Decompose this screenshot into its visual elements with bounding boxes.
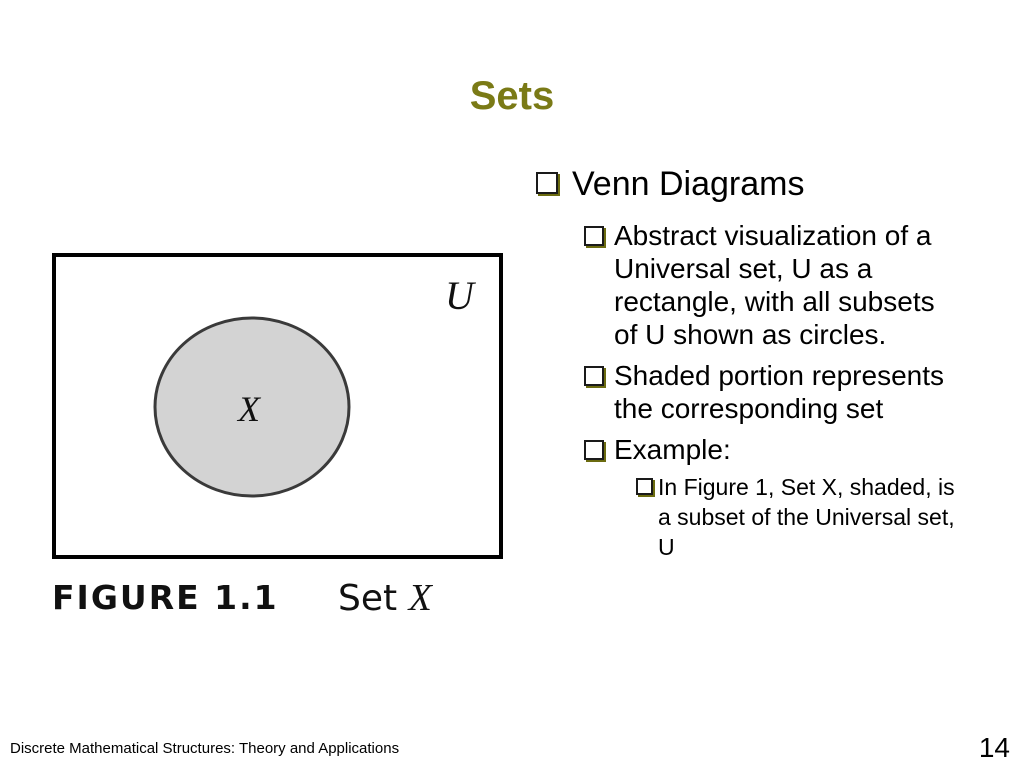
bullet-list: Venn Diagrams Abstract visualization of … (530, 163, 1000, 562)
bullet-text: In Figure 1, Set X, shaded, is a subset … (658, 474, 955, 560)
universe-label: U (445, 273, 477, 318)
bullet-example: Example: (582, 433, 964, 466)
checkbox-bullet-icon (584, 366, 604, 386)
bullet-example-detail: In Figure 1, Set X, shaded, is a subset … (634, 472, 958, 562)
figure-caption: FIGURE 1.1 Set X (52, 572, 512, 622)
checkbox-bullet-icon (584, 440, 604, 460)
venn-diagram-svg: U X (52, 253, 503, 559)
figure-caption-word: Set (338, 578, 398, 619)
bullet-text: Venn Diagrams (572, 165, 805, 203)
set-x-label: X (236, 389, 262, 429)
slide-title: Sets (469, 74, 555, 118)
figure-caption-text: Set X (338, 576, 432, 620)
bullet-text: Example: (614, 434, 731, 465)
venn-diagram: U X (52, 253, 504, 561)
footer-course-title: Discrete Mathematical Structures: Theory… (10, 740, 400, 757)
bullet-shaded-portion: Shaded portion represents the correspond… (582, 359, 964, 425)
checkbox-bullet-icon (636, 478, 653, 495)
bullet-text: Abstract visualization of a Universal se… (614, 220, 935, 350)
figure-caption-var: X (408, 577, 432, 619)
bullet-text: Shaded portion represents the correspond… (614, 360, 944, 424)
set-x-circle (153, 316, 351, 498)
bullet-venn-diagrams: Venn Diagrams (530, 163, 1000, 205)
figure-caption-label: FIGURE 1.1 (52, 578, 279, 617)
page-number: 14 (978, 732, 1010, 763)
bullet-abstract-visualization: Abstract visualization of a Universal se… (582, 219, 964, 351)
checkbox-bullet-icon (536, 172, 558, 194)
checkbox-bullet-icon (584, 226, 604, 246)
